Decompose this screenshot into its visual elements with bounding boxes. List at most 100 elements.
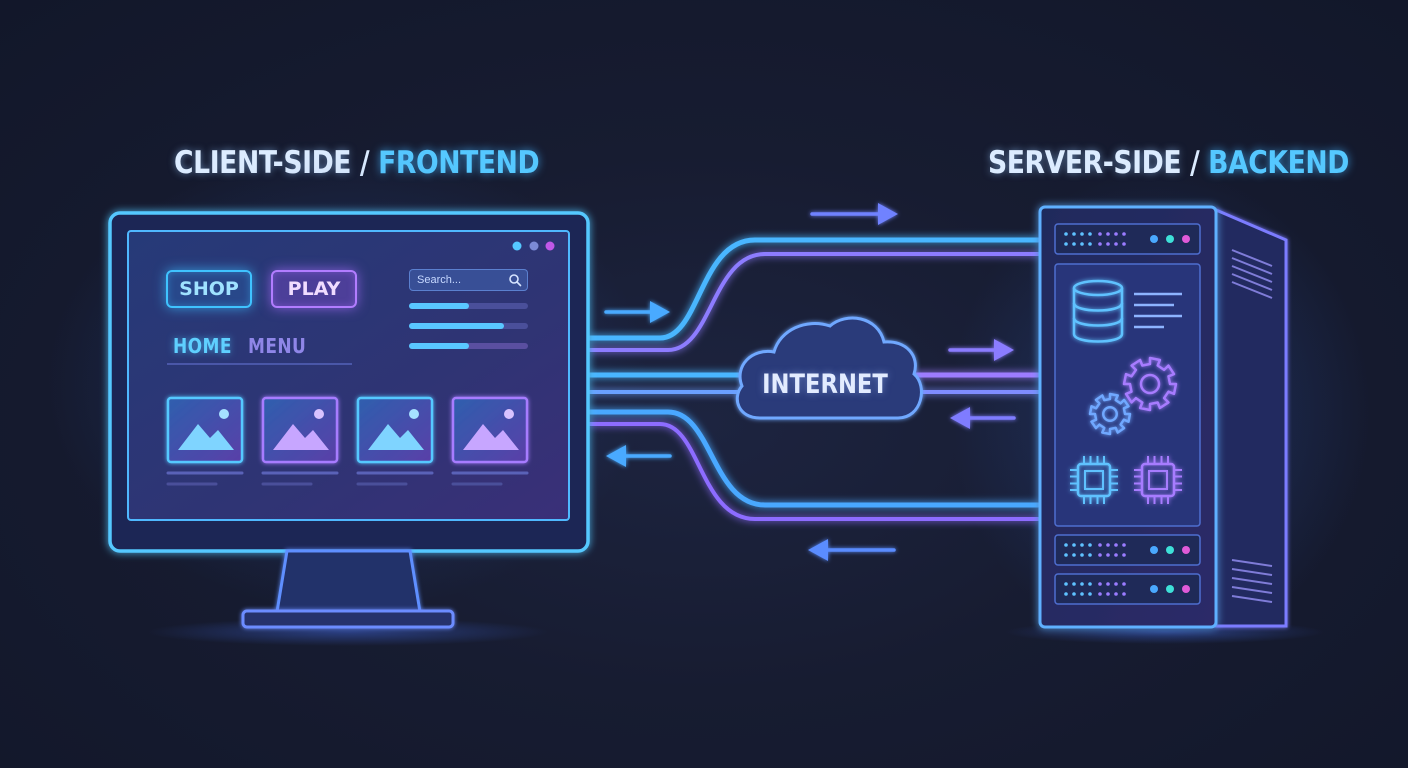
rack-unit — [1054, 223, 1201, 255]
data-lines-icon — [1134, 292, 1182, 329]
chip-icon — [1070, 456, 1118, 504]
gear-icon — [1088, 392, 1132, 436]
status-led — [1150, 546, 1158, 554]
led-dot — [1080, 592, 1084, 596]
led-dot — [1064, 543, 1068, 547]
progress-fill — [409, 303, 469, 309]
connection-lines — [587, 237, 1041, 521]
search-placeholder: Search... — [417, 274, 462, 286]
arrow-right-icon — [948, 339, 1014, 361]
connection-line-bottom — [587, 409, 1041, 508]
led-dot — [1072, 242, 1076, 246]
led-dot — [1072, 553, 1076, 557]
connection-line-bottom-inner — [588, 422, 1040, 521]
window-dot — [529, 241, 539, 251]
led-dot — [1114, 232, 1118, 236]
search-input[interactable]: Search... — [409, 269, 528, 291]
server-heading-accent: BACKEND — [1208, 145, 1349, 181]
status-led — [1182, 585, 1190, 593]
status-led — [1166, 235, 1174, 243]
chip-icon — [1134, 456, 1182, 504]
connection-line-top-inner — [588, 252, 1040, 352]
image-icon — [273, 409, 329, 450]
status-led — [1166, 585, 1174, 593]
arrow-left-icon — [950, 407, 1016, 429]
search-icon[interactable] — [508, 273, 522, 287]
led-dot — [1072, 592, 1076, 596]
gear-icon — [1122, 356, 1178, 412]
window-dot — [545, 241, 555, 251]
led-dot — [1088, 232, 1092, 236]
led-dot — [1114, 553, 1118, 557]
led-dot — [1122, 553, 1126, 557]
led-dot — [1072, 232, 1076, 236]
status-led — [1150, 585, 1158, 593]
led-dot — [1122, 242, 1126, 246]
database-icon — [1072, 279, 1124, 343]
image-icon — [368, 409, 424, 450]
tab-home[interactable]: HOME — [173, 334, 232, 358]
led-dot — [1072, 582, 1076, 586]
internet-label: INTERNET — [762, 369, 888, 400]
image-thumbnail[interactable] — [356, 396, 434, 486]
led-dot — [1098, 592, 1102, 596]
connection-line-top — [587, 237, 1041, 341]
image-thumbnail[interactable] — [451, 396, 529, 486]
rack-unit — [1054, 573, 1201, 605]
led-dot — [1080, 553, 1084, 557]
image-thumbnail[interactable] — [261, 396, 339, 486]
led-dot — [1106, 543, 1110, 547]
led-dot — [1098, 543, 1102, 547]
led-dot — [1080, 582, 1084, 586]
client-monitor — [108, 211, 590, 629]
led-dot — [1088, 582, 1092, 586]
led-dot — [1122, 232, 1126, 236]
led-dot — [1114, 543, 1118, 547]
led-dot — [1106, 232, 1110, 236]
data-flow-arrows — [604, 203, 1016, 561]
led-dot — [1122, 582, 1126, 586]
led-dot — [1122, 592, 1126, 596]
arrow-right-icon — [604, 301, 670, 323]
progress-fill — [409, 323, 504, 329]
window-dot — [512, 241, 522, 251]
led-dot — [1106, 553, 1110, 557]
image-thumbnail[interactable] — [166, 396, 244, 486]
led-dot — [1114, 592, 1118, 596]
led-dot — [1080, 543, 1084, 547]
image-icon — [463, 409, 519, 450]
monitor-base — [241, 609, 455, 629]
status-led — [1182, 546, 1190, 554]
led-dot — [1064, 553, 1068, 557]
play-button[interactable]: PLAY — [271, 270, 357, 308]
led-dot — [1098, 582, 1102, 586]
led-dot — [1072, 543, 1076, 547]
arrow-right-icon — [810, 203, 898, 225]
led-dot — [1064, 592, 1068, 596]
vent-grille — [1231, 249, 1273, 603]
led-dot — [1064, 582, 1068, 586]
led-dot — [1114, 242, 1118, 246]
status-leds — [1064, 232, 1190, 596]
image-gallery — [166, 396, 529, 486]
server-tower — [1038, 205, 1288, 629]
server-heading-separator: / — [1181, 145, 1209, 181]
arrow-left-icon — [606, 445, 672, 467]
led-dot — [1080, 242, 1084, 246]
led-dot — [1064, 242, 1068, 246]
led-dot — [1106, 582, 1110, 586]
led-dot — [1114, 582, 1118, 586]
cloud-icon — [736, 316, 923, 420]
led-dot — [1088, 553, 1092, 557]
progress-bars — [409, 303, 528, 349]
led-dot — [1088, 543, 1092, 547]
tab-menu[interactable]: MENU — [248, 334, 307, 358]
led-dot — [1122, 543, 1126, 547]
led-dot — [1064, 232, 1068, 236]
led-dot — [1080, 232, 1084, 236]
status-led — [1150, 235, 1158, 243]
led-dot — [1098, 553, 1102, 557]
shop-button[interactable]: SHOP — [166, 270, 252, 308]
led-dot — [1106, 592, 1110, 596]
